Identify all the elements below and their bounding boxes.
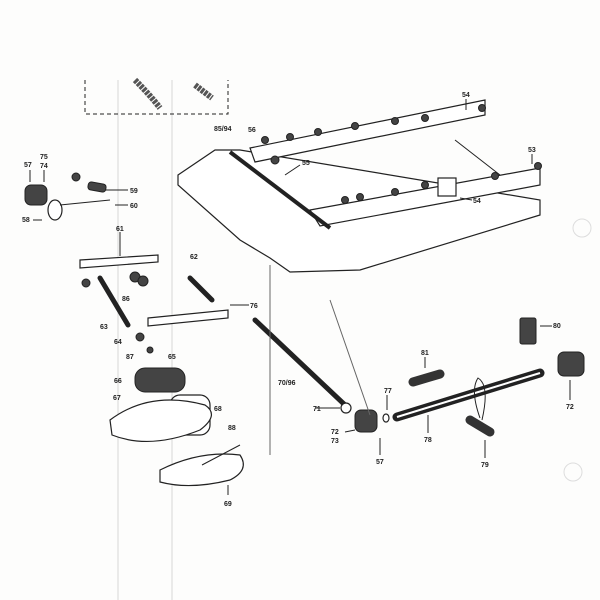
label-66: 66 — [114, 378, 122, 385]
label-53: 53 — [528, 147, 536, 154]
label-81: 81 — [421, 350, 429, 357]
bearing-72-right — [557, 351, 585, 377]
label-67: 67 — [113, 395, 121, 402]
label-61: 61 — [116, 226, 124, 233]
roller-78-highlight — [396, 372, 541, 418]
label-86: 86 — [122, 296, 130, 303]
label-69: 69 — [224, 501, 232, 508]
label-77: 77 — [384, 388, 392, 395]
punch-hole — [572, 218, 592, 238]
label-87: 87 — [126, 354, 134, 361]
label-63: 63 — [100, 324, 108, 331]
dashed-detail-box — [84, 80, 229, 115]
label-75: 75 — [40, 154, 48, 161]
label-76: 76 — [250, 303, 258, 310]
label-72-right: 72 — [566, 404, 574, 411]
shaft-70-96 — [252, 317, 348, 408]
label-57: 57 — [24, 162, 32, 169]
label-79: 79 — [481, 462, 489, 469]
label-62: 62 — [190, 254, 198, 261]
label-74: 74 — [40, 163, 48, 170]
label-57-right: 57 — [376, 459, 384, 466]
ring-77 — [382, 413, 390, 423]
label-72: 72 — [331, 429, 339, 436]
label-65: 65 — [168, 354, 176, 361]
label-78: 78 — [424, 437, 432, 444]
leader-lines — [29, 99, 571, 495]
label-59: 59 — [130, 188, 138, 195]
part-labels: 57 75 74 58 59 60 61 62 76 63 86 64 87 6… — [22, 92, 574, 508]
drive-roller-assembly — [109, 367, 244, 487]
rod-63 — [97, 275, 131, 328]
label-60: 60 — [130, 203, 138, 210]
label-85-94: 85/94 — [214, 126, 232, 133]
main-frame — [177, 99, 542, 273]
spring-62 — [187, 275, 215, 303]
gears-86 — [81, 271, 154, 354]
label-64: 64 — [114, 339, 122, 346]
label-55: 55 — [302, 160, 310, 167]
label-54-top: 54 — [462, 92, 470, 99]
label-54-mid: 54 — [473, 198, 481, 205]
punch-hole — [563, 462, 583, 482]
pin-79 — [465, 415, 495, 437]
label-73: 73 — [331, 438, 339, 445]
motor-assembly-left — [24, 172, 111, 221]
bearing-72-73 — [354, 409, 378, 433]
spring-clip — [474, 377, 486, 421]
bracket-61 — [79, 254, 159, 269]
label-80: 80 — [553, 323, 561, 330]
bracket-76 — [147, 309, 229, 327]
label-58: 58 — [22, 217, 30, 224]
washer-71 — [340, 402, 352, 414]
hose-detail — [193, 82, 214, 101]
label-71: 71 — [313, 406, 321, 413]
label-88: 88 — [228, 425, 236, 432]
label-70-96: 70/96 — [278, 380, 296, 387]
sleeve-81 — [408, 369, 445, 387]
label-56: 56 — [248, 127, 256, 134]
plate-80 — [519, 317, 537, 345]
label-68: 68 — [214, 406, 222, 413]
hose-detail — [132, 77, 163, 110]
